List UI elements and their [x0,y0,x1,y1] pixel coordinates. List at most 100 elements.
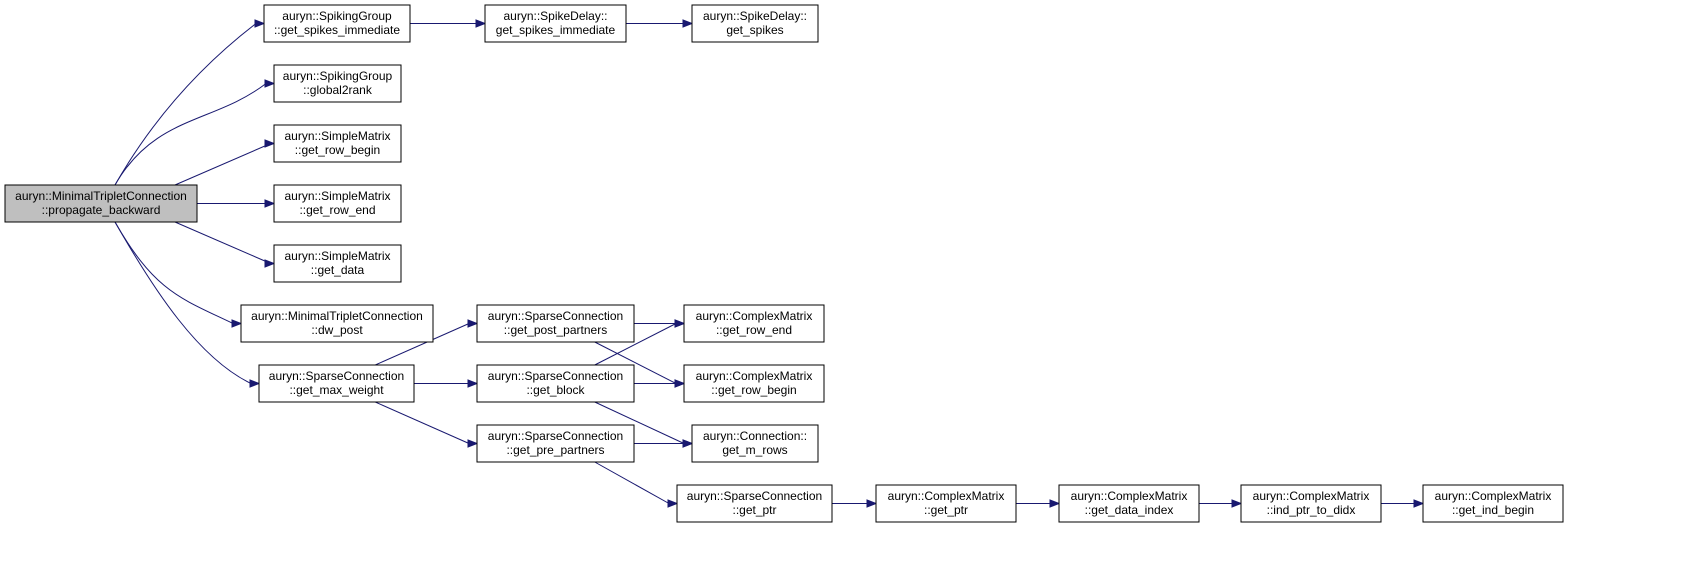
node-cm_gdi[interactable]: auryn::ComplexMatrix::get_data_index [1058,484,1200,523]
node-label-line: auryn::SpikeDelay:: [703,9,807,23]
node-label-line: auryn::SimpleMatrix [284,189,390,203]
node-box [683,304,825,343]
node-box [258,364,415,403]
node-label-line: ::get_ptr [924,503,968,517]
edge-sc_gprp-to-sc_gp [594,461,670,504]
node-sc_gprp[interactable]: auryn::SparseConnection::get_pre_partner… [476,424,635,463]
edge-arrowhead [264,199,276,208]
node-label-line: auryn::ComplexMatrix [696,309,813,323]
node-box [273,184,402,223]
node-sd_gs[interactable]: auryn::SpikeDelay::get_spikes [691,4,819,43]
node-box [273,244,402,283]
node-c_gmr[interactable]: auryn::Connection::get_m_rows [691,424,819,463]
edge-arrowhead [682,439,694,448]
edge-sc_gpop-to-cm_grb [594,341,677,384]
node-box [476,424,635,463]
node-box [875,484,1017,523]
edge-arrowhead [674,379,686,388]
node-label-line: auryn::ComplexMatrix [696,369,813,383]
node-label-line: auryn::SparseConnection [269,369,404,383]
node-label-line: auryn::ComplexMatrix [1435,489,1552,503]
edge-root-to-sm_grb [174,145,267,186]
edge-sc_gmw-to-sc_gprp [375,401,470,444]
node-label-line: auryn::ComplexMatrix [1071,489,1188,503]
node-box [273,124,402,163]
node-box [691,4,819,43]
node-label-line: auryn::SparseConnection [488,429,623,443]
node-label-line: auryn::SpikeDelay:: [503,9,607,23]
nodes-layer: auryn::MinimalTripletConnection::propaga… [4,4,1564,523]
edge-arrowhead [667,499,679,508]
node-box [1058,484,1200,523]
node-sc_gpop[interactable]: auryn::SparseConnection::get_post_partne… [476,304,635,343]
edge-sc_gmw-to-sc_gpop [375,323,470,366]
node-label-line: ::get_data_index [1085,503,1174,517]
node-box [476,364,635,403]
node-label-line: auryn::ComplexMatrix [1253,489,1370,503]
root-node-box [4,184,198,223]
edge-arrowhead [264,139,276,148]
edge-root-to-mtc_dwp [114,221,234,324]
node-label-line: ::get_ptr [732,503,776,517]
node-sm_gre[interactable]: auryn::SimpleMatrix::get_row_end [273,184,402,223]
edge-arrowhead [264,79,276,88]
node-sc_gmw[interactable]: auryn::SparseConnection::get_max_weight [258,364,415,403]
node-box [263,4,411,43]
node-box [691,424,819,463]
node-label-line: auryn::SpikingGroup [283,69,393,83]
edge-arrowhead [231,319,243,328]
node-cm_gib[interactable]: auryn::ComplexMatrix::get_ind_begin [1422,484,1564,523]
node-cm_gre[interactable]: auryn::ComplexMatrix::get_row_end [683,304,825,343]
node-label-line: auryn::ComplexMatrix [888,489,1005,503]
node-label-line: ::dw_post [311,323,363,337]
edge-arrowhead [467,379,479,388]
node-box [1240,484,1382,523]
node-label-line: ::get_data [311,263,365,277]
edges-layer [114,19,1425,508]
node-label-line: auryn::SparseConnection [488,309,623,323]
node-label-line: ::get_pre_partners [506,443,604,457]
node-sc_gb[interactable]: auryn::SparseConnection::get_block [476,364,635,403]
edge-root-to-sg_gsi [114,23,257,186]
node-label-line: ::global2rank [303,83,373,97]
node-sd_gsi[interactable]: auryn::SpikeDelay::get_spikes_immediate [484,4,627,43]
node-label-line: auryn::SpikingGroup [282,9,392,23]
node-box [676,484,833,523]
node-sm_grb[interactable]: auryn::SimpleMatrix::get_row_begin [273,124,402,163]
node-sm_gd[interactable]: auryn::SimpleMatrix::get_data [273,244,402,283]
node-label-line: auryn::MinimalTripletConnection [15,189,187,203]
node-box [1422,484,1564,523]
edge-arrowhead [264,259,276,268]
edge-arrowhead [475,19,487,28]
node-box [484,4,627,43]
node-label-line: ::get_block [526,383,585,397]
node-label-line: ::get_spikes_immediate [274,23,400,37]
node-cm_gp[interactable]: auryn::ComplexMatrix::get_ptr [875,484,1017,523]
node-sc_gp[interactable]: auryn::SparseConnection::get_ptr [676,484,833,523]
node-sg_g2r[interactable]: auryn::SpikingGroup::global2rank [273,64,402,103]
edge-arrowhead [682,19,694,28]
node-cm_iptd[interactable]: auryn::ComplexMatrix::ind_ptr_to_didx [1240,484,1382,523]
node-label-line: ::get_row_begin [295,143,380,157]
node-cm_grb[interactable]: auryn::ComplexMatrix::get_row_begin [683,364,825,403]
edge-arrowhead [249,379,261,388]
edge-arrowhead [866,499,878,508]
node-label-line: auryn::Connection:: [703,429,807,443]
edge-arrowhead [467,439,479,448]
node-sg_gsi[interactable]: auryn::SpikingGroup::get_spikes_immediat… [263,4,411,43]
node-label-line: auryn::SimpleMatrix [284,129,390,143]
edge-arrowhead [1049,499,1061,508]
node-box [476,304,635,343]
node-label-line: ::propagate_backward [42,203,161,217]
node-box [683,364,825,403]
node-box [240,304,434,343]
node-label-line: ::get_post_partners [504,323,607,337]
node-label-line: ::get_row_end [716,323,792,337]
edge-arrowhead [1231,499,1243,508]
node-label-line: get_spikes [726,23,783,37]
node-root[interactable]: auryn::MinimalTripletConnection::propaga… [4,184,198,223]
node-label-line: get_spikes_immediate [496,23,616,37]
node-label-line: auryn::SparseConnection [687,489,822,503]
node-mtc_dwp[interactable]: auryn::MinimalTripletConnection::dw_post [240,304,434,343]
